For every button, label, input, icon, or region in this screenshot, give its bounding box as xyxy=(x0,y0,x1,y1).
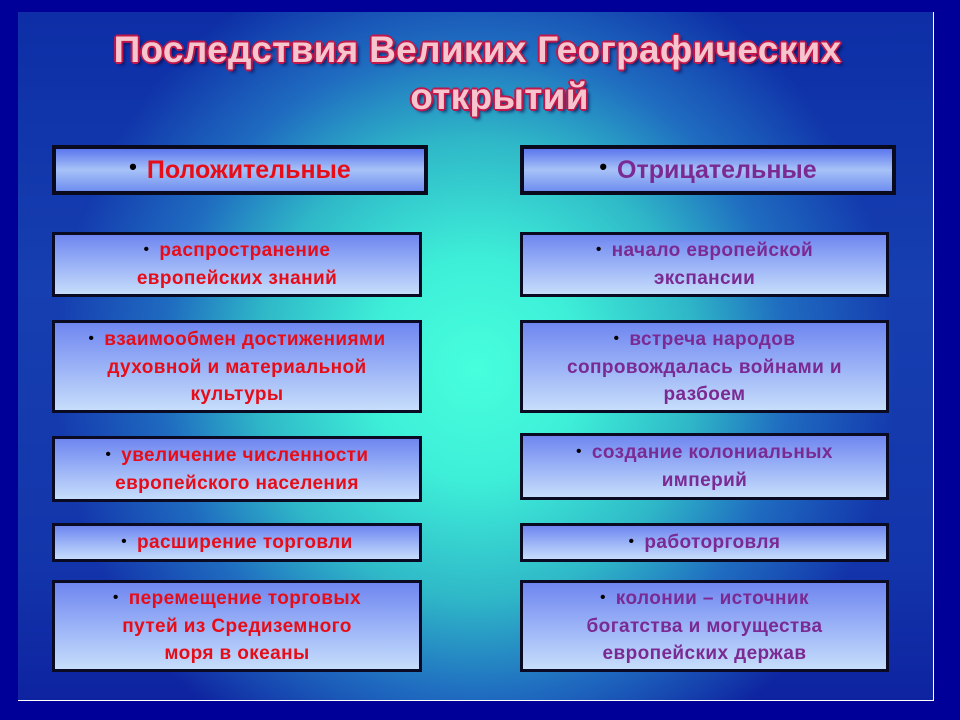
bullet-icon: • xyxy=(113,589,119,606)
item-text-line: империй xyxy=(661,470,748,491)
positive-item-5: • перемещение торговых путей из Средиземн… xyxy=(52,580,422,672)
bullet-icon: • xyxy=(121,532,127,550)
positive-header-label: Положительные xyxy=(146,155,351,184)
slide-panel: Последствия Великих Географических откры… xyxy=(18,12,934,701)
negative-header-label: Отрицательные xyxy=(617,155,817,184)
positive-item-2: • взаимообмен достижениями духовной и мат… xyxy=(52,320,422,413)
item-text-line: создание колониальных xyxy=(591,442,833,463)
positive-item-4: • расширение торговли xyxy=(52,523,422,562)
item-text-line: моря в океаны xyxy=(164,643,310,664)
bullet-icon: • xyxy=(105,445,112,463)
item-text-line: распространение xyxy=(159,240,331,261)
item-text-line: встреча народов xyxy=(629,328,796,350)
bullet-icon: • xyxy=(129,154,137,179)
bullet-icon: • xyxy=(88,329,95,347)
bullet-icon: • xyxy=(613,329,620,347)
negative-item-5: • колонии – источник богатства и могущест… xyxy=(520,580,889,672)
negative-item-4: • работорговля xyxy=(520,523,889,562)
item-text-line: расширение торговли xyxy=(136,531,353,553)
slide-title: Последствия Великих Географических откры… xyxy=(18,26,933,120)
negative-item-1: • начало европейской экспансии xyxy=(520,232,889,297)
bullet-icon: • xyxy=(599,154,608,179)
title-line-2: открытий xyxy=(410,76,589,117)
negative-item-2: • встреча народов сопровождалась войнами … xyxy=(520,320,889,413)
item-text-line: разбоем xyxy=(663,383,746,405)
item-text-line: европейских держав xyxy=(602,643,807,664)
item-text-line: увеличение численности xyxy=(121,444,369,466)
negative-item-3: • создание колониальных империй xyxy=(520,433,889,500)
bullet-icon: • xyxy=(143,241,150,258)
bullet-icon: • xyxy=(600,589,606,606)
item-text-line: путей из Средиземного xyxy=(122,616,352,637)
bullet-icon: • xyxy=(576,443,582,460)
item-text-line: европейского населения xyxy=(115,472,359,494)
negative-header: • Отрицательные xyxy=(520,145,896,195)
item-text-line: сопровождалась войнами и xyxy=(567,356,842,378)
positive-header: • Положительные xyxy=(52,145,428,195)
item-text-line: перемещение торговых xyxy=(128,588,361,609)
title-line-1: Последствия Великих Географических xyxy=(113,29,842,70)
item-text-line: экспансии xyxy=(653,268,756,289)
item-text-line: духовной и материальной xyxy=(107,356,367,378)
item-text-line: богатства и могущества xyxy=(586,616,823,637)
positive-item-3: • увеличение численности европейского нас… xyxy=(52,436,422,502)
item-text-line: европейских знаний xyxy=(136,268,338,289)
item-text-line: колонии – источник xyxy=(615,588,809,609)
bullet-icon: • xyxy=(628,532,635,550)
bullet-icon: • xyxy=(595,241,602,258)
item-text-line: работорговля xyxy=(644,531,781,553)
item-text-line: взаимообмен достижениями xyxy=(104,328,386,350)
positive-item-1: • распространение европейских знаний xyxy=(52,232,422,297)
item-text-line: начало европейской xyxy=(611,240,814,261)
item-text-line: культуры xyxy=(190,383,284,405)
